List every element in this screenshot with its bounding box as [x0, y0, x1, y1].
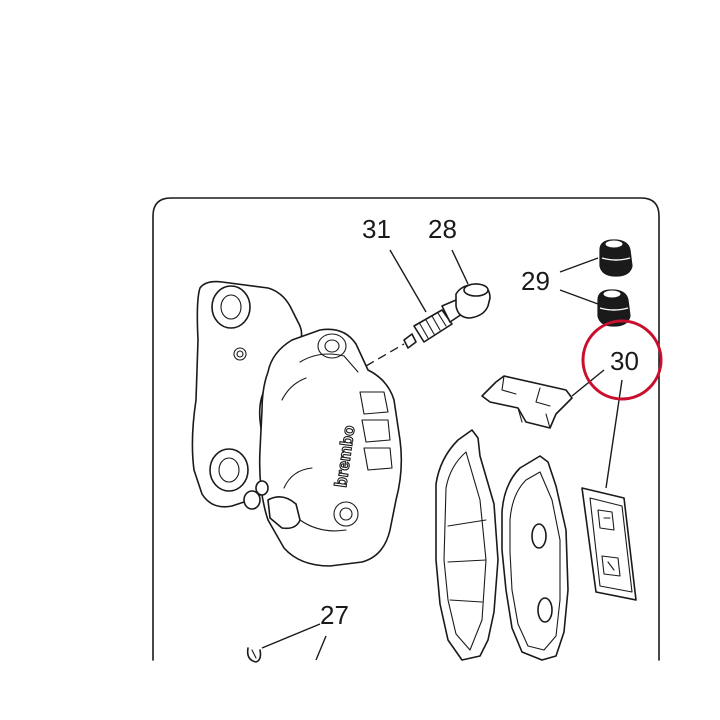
leader-line-28	[451, 249, 469, 285]
leader-line-29b	[559, 289, 599, 305]
diagram-frame	[152, 197, 660, 661]
grommet-upper	[599, 239, 633, 277]
brake-pad-inner	[435, 429, 499, 661]
callout-27: 27	[320, 600, 349, 630]
leader-line-30a	[571, 369, 605, 397]
leader-line-31	[389, 249, 427, 313]
pad-shim-plate	[581, 487, 637, 601]
pad-spring-clip	[481, 375, 573, 429]
leader-line-27a	[261, 623, 321, 649]
callout-30: 30	[610, 346, 639, 376]
highlight-circle	[581, 319, 663, 401]
callout-29: 29	[521, 266, 550, 296]
callout-31: 31	[362, 214, 391, 244]
pad-retaining-pin	[246, 647, 262, 663]
bleed-cap	[455, 283, 491, 319]
leader-line-27b	[315, 635, 327, 661]
assembly-line-31	[365, 343, 405, 367]
brake-pad-outer	[501, 455, 569, 661]
brake-caliper: brembo	[191, 280, 403, 567]
leader-line-29a	[559, 257, 599, 273]
callout-28: 28	[428, 214, 457, 244]
bleed-screw	[403, 299, 463, 349]
